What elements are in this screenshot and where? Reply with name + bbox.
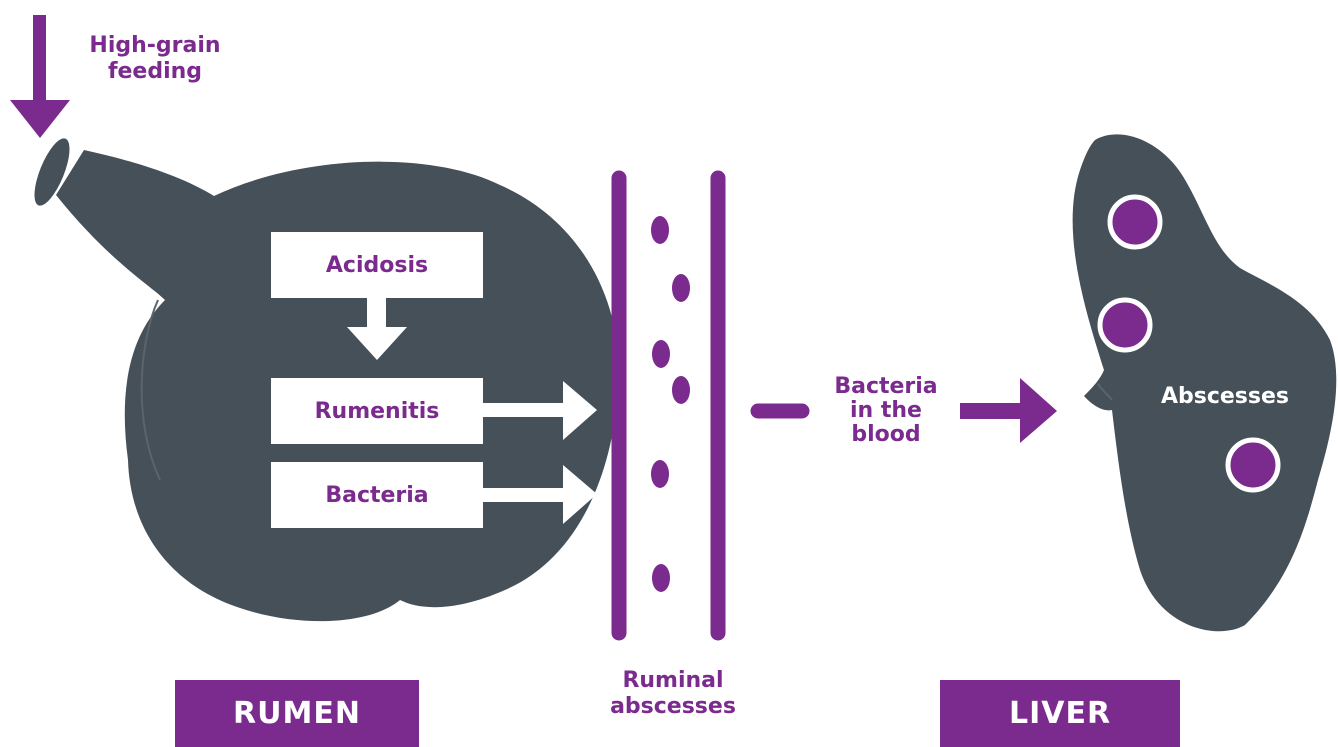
abscesses-label: Abscesses — [1145, 384, 1305, 410]
ruminal-abscesses-label: Ruminal abscesses — [583, 668, 763, 721]
bacteria-dot — [652, 340, 670, 368]
acidosis-label: Acidosis — [326, 253, 428, 278]
bacteria-dot — [672, 274, 690, 302]
bacteria-dot — [651, 460, 669, 488]
bacteria-dot — [652, 564, 670, 592]
feeding-arrow — [10, 15, 70, 138]
bacteria-dot — [672, 376, 690, 404]
rumenitis-box: Rumenitis — [271, 378, 483, 444]
blood-label: Bacteria in the blood — [806, 375, 966, 448]
feeding-label: High-grain feeding — [75, 33, 235, 86]
acidosis-box: Acidosis — [271, 232, 483, 298]
bacteria-label: Bacteria — [325, 483, 428, 508]
rumen-wall — [619, 178, 718, 633]
rumen-tag: RUMEN — [175, 680, 419, 747]
bacteria-box: Bacteria — [271, 462, 483, 528]
liver-tag: LIVER — [940, 680, 1180, 747]
abscess-dot — [1228, 440, 1278, 490]
bacteria-dot — [651, 216, 669, 244]
bacteria-dots — [651, 216, 690, 592]
blood-to-liver-arrow — [960, 378, 1057, 443]
rumenitis-label: Rumenitis — [315, 399, 440, 424]
abscess-dot — [1100, 300, 1150, 350]
abscess-dot — [1110, 197, 1160, 247]
